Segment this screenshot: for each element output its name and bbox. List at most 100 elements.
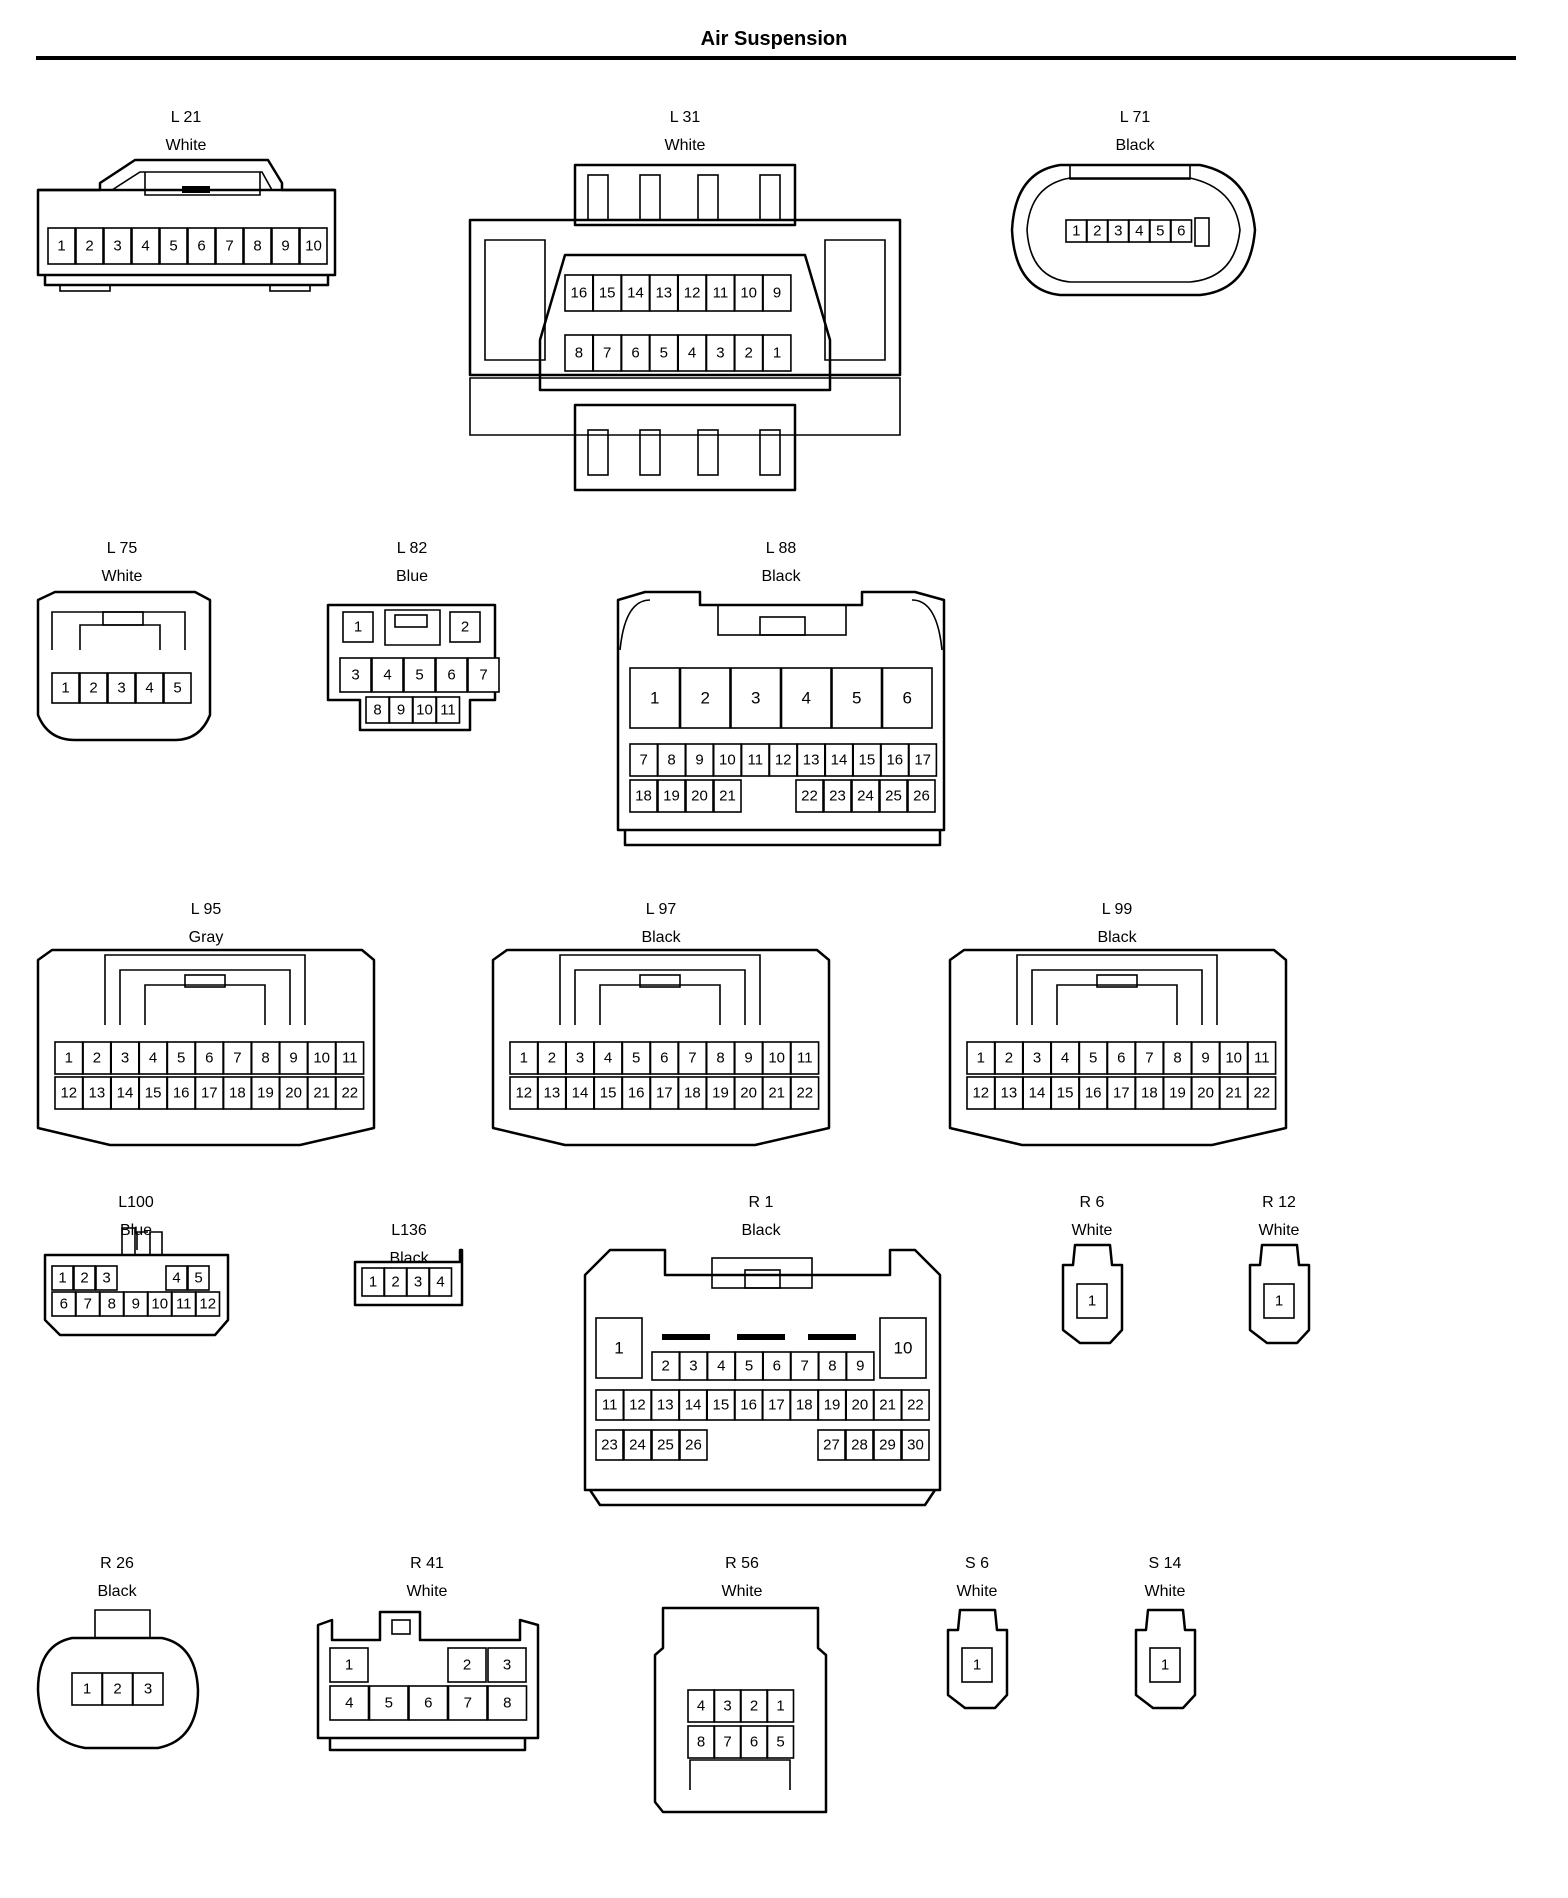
pin-cell <box>299 227 328 265</box>
pin-number: 5 <box>385 1695 393 1712</box>
connector-r26-housing <box>36 1609 200 1750</box>
pin-number: 8 <box>828 1358 836 1375</box>
connector-l82-housing <box>326 603 497 732</box>
pin-number: 3 <box>1033 1050 1041 1067</box>
pin-cell <box>1247 1076 1277 1110</box>
pin-cell <box>766 1689 795 1723</box>
pin-cell <box>845 1389 875 1421</box>
pin-cell <box>762 274 792 312</box>
pin-cell <box>706 1389 736 1421</box>
pin-cell <box>879 1317 927 1379</box>
pin-number: 1 <box>65 1050 73 1067</box>
pin-cell <box>51 1265 74 1291</box>
pin-number: 9 <box>289 1050 297 1067</box>
connector-l100-code: L100 <box>118 1194 154 1211</box>
pin-number: 4 <box>604 1050 612 1067</box>
pin-cell <box>845 1429 874 1461</box>
connector-r6-code: R 6 <box>1080 1194 1105 1211</box>
pin-number: 4 <box>688 345 696 362</box>
pin-number: 7 <box>640 752 648 769</box>
pin-number: 1 <box>520 1050 528 1067</box>
pin-cell <box>565 1076 595 1110</box>
connector-l31-code: L 31 <box>670 109 701 126</box>
pin-cell <box>215 227 244 265</box>
pin-number: 8 <box>108 1296 116 1313</box>
pin-number: 6 <box>424 1695 432 1712</box>
pin-cell <box>677 274 707 312</box>
connector-s14-color: White <box>1145 1583 1186 1600</box>
pin-number: 12 <box>60 1085 77 1102</box>
pin-number: 24 <box>629 1437 646 1454</box>
pin-cell <box>342 611 374 643</box>
pin-number: 4 <box>1135 223 1143 240</box>
pin-cell <box>677 1041 707 1075</box>
pin-number: 14 <box>685 1397 702 1414</box>
pin-number: 16 <box>886 752 903 769</box>
pin-number: 2 <box>85 238 93 255</box>
pin-cell <box>335 1041 365 1075</box>
pin-number: 5 <box>169 238 177 255</box>
pin-cell <box>649 1076 679 1110</box>
pin-cell <box>740 743 770 777</box>
pin-number: 3 <box>113 238 121 255</box>
pin-number: 18 <box>796 1397 813 1414</box>
connector-r12-code: R 12 <box>1262 1194 1296 1211</box>
pin-number: 12 <box>775 752 792 769</box>
connector-s14-pins: 1 <box>1149 1647 1181 1683</box>
pin-number: 14 <box>831 752 848 769</box>
pin-cell <box>467 657 500 693</box>
pin-cell <box>679 1429 708 1461</box>
pin-cell <box>713 1725 742 1759</box>
connector-r6-pins: 1 <box>1076 1283 1108 1319</box>
connector-r56-color: White <box>722 1583 763 1600</box>
pin-cell <box>487 1647 527 1683</box>
pin-number: 13 <box>544 1085 561 1102</box>
pin-number: 7 <box>723 1734 731 1751</box>
pin-number: 7 <box>688 1050 696 1067</box>
pin-cell <box>1170 219 1193 243</box>
connector-l100-color: Blue <box>120 1222 152 1239</box>
pin-number: 10 <box>1225 1050 1242 1067</box>
pin-cell <box>408 1685 449 1721</box>
pin-number: 12 <box>629 1397 646 1414</box>
pin-cell <box>768 743 798 777</box>
pin-number: 3 <box>351 667 359 684</box>
pin-number: 9 <box>132 1296 140 1313</box>
pin-cell <box>165 1265 188 1291</box>
pin-number: 14 <box>1029 1085 1046 1102</box>
pin-cell <box>595 1429 624 1461</box>
pin-cell <box>71 1672 103 1706</box>
pin-number: 17 <box>656 1085 673 1102</box>
pin-cell <box>1149 1647 1181 1683</box>
connector-l31-color: White <box>665 137 706 154</box>
pin-number: 3 <box>144 1681 152 1698</box>
pin-number: 9 <box>856 1358 864 1375</box>
pin-number: 10 <box>151 1296 168 1313</box>
connector-l97-housing <box>491 948 831 1147</box>
connector-l97-color: Black <box>641 929 681 946</box>
pin-number: 5 <box>852 689 861 708</box>
pin-number: 14 <box>572 1085 589 1102</box>
pin-cell <box>159 227 188 265</box>
pin-cell <box>592 274 622 312</box>
pin-cell <box>278 1041 309 1075</box>
pin-number: 21 <box>879 1397 896 1414</box>
pin-cell <box>75 227 104 265</box>
pin-number: 5 <box>415 667 423 684</box>
pin-cell <box>271 227 300 265</box>
pin-cell <box>657 779 686 813</box>
pin-number: 15 <box>859 752 876 769</box>
connector-r12-color: White <box>1259 1222 1300 1239</box>
pin-number: 3 <box>121 1050 129 1067</box>
pin-number: 11 <box>176 1296 192 1313</box>
pin-cell <box>335 1076 365 1110</box>
pin-cell <box>908 743 938 777</box>
connector-l88-color: Black <box>761 568 801 585</box>
pin-cell <box>657 743 687 777</box>
